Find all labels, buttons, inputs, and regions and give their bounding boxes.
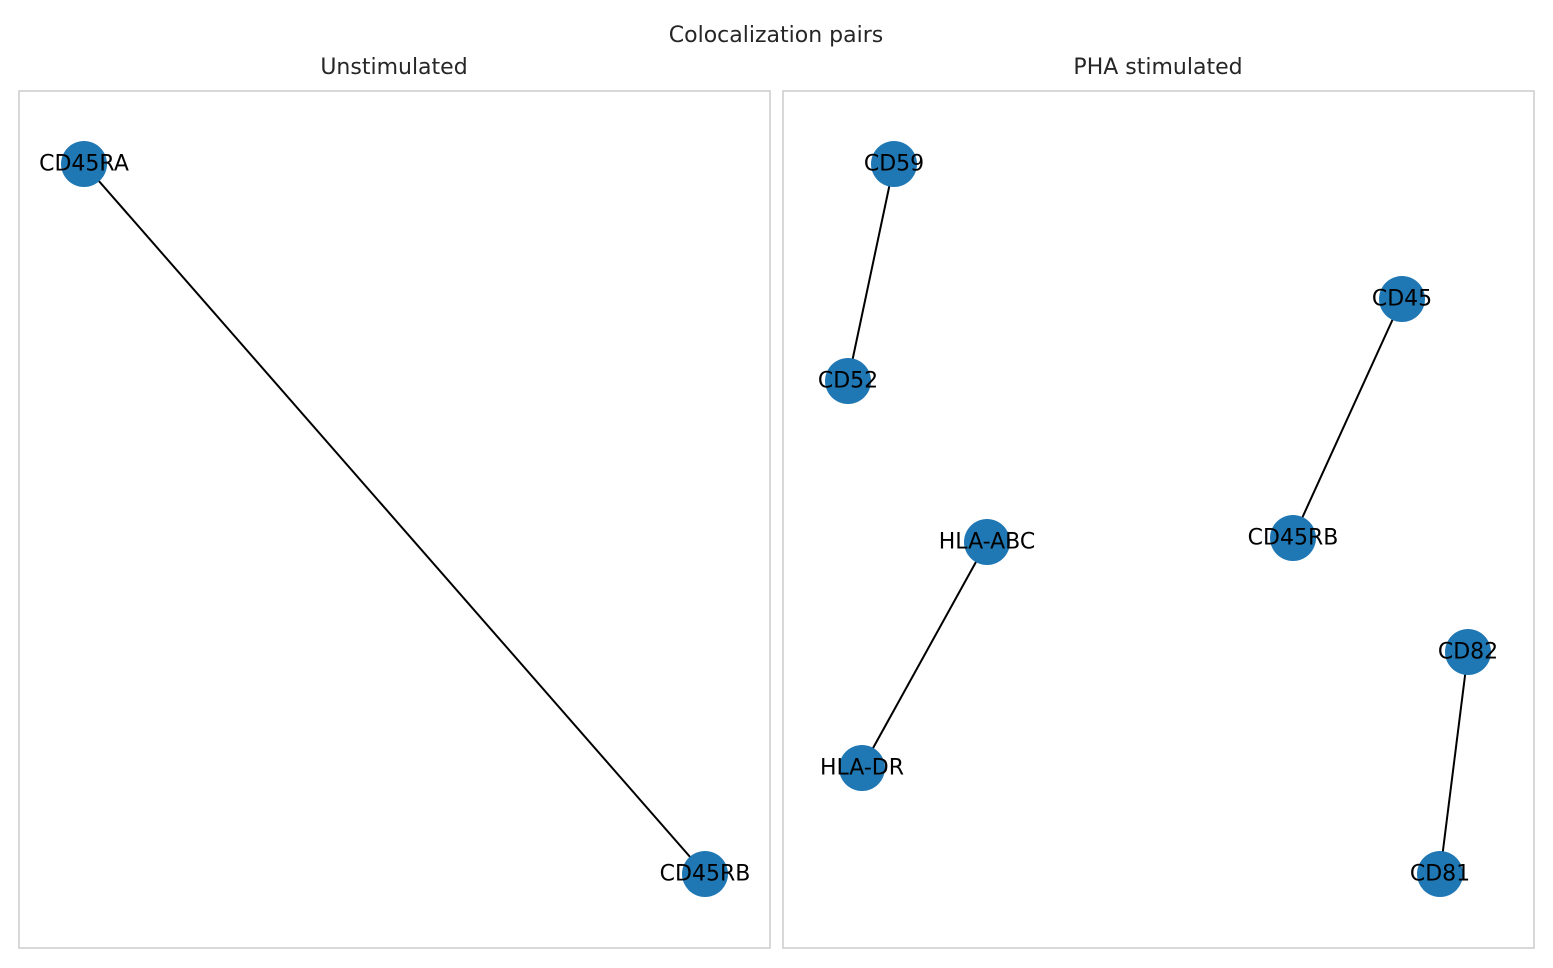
edge-cd45-cd45rb bbox=[1292, 298, 1403, 539]
edge-cd82-cd81 bbox=[1439, 651, 1469, 875]
panel-title-pha-stimulated: PHA stimulated bbox=[1073, 55, 1242, 80]
node-hla-dr bbox=[839, 745, 885, 791]
panel-title-unstimulated: Unstimulated bbox=[320, 55, 467, 80]
node-label-cd45: CD45 bbox=[1372, 287, 1432, 312]
node-label-cd81: CD81 bbox=[1410, 862, 1470, 887]
node-cd82 bbox=[1445, 629, 1491, 675]
edge-hla-abc-hla-dr bbox=[861, 541, 988, 769]
node-label-cd45ra: CD45RA bbox=[39, 152, 129, 177]
node-label-cd52: CD52 bbox=[818, 369, 878, 394]
figure-title: Colocalization pairs bbox=[669, 23, 883, 48]
node-cd81 bbox=[1417, 851, 1463, 897]
node-cd45ra bbox=[61, 141, 107, 187]
edge-cd59-cd52 bbox=[847, 163, 895, 382]
panel-frame-pha-stimulated bbox=[782, 90, 1535, 949]
node-label-cd59: CD59 bbox=[864, 152, 924, 177]
node-label-hla-dr: HLA-DR bbox=[820, 756, 904, 781]
node-cd45rb bbox=[1270, 515, 1316, 561]
node-label-cd82: CD82 bbox=[1438, 640, 1498, 665]
network-unstimulated: CD45RA CD45RB bbox=[39, 141, 750, 897]
node-label-cd45rb: CD45RB bbox=[1248, 526, 1339, 551]
node-hla-abc bbox=[964, 519, 1010, 565]
node-label-cd45rb: CD45RB bbox=[660, 862, 751, 887]
node-cd45rb bbox=[682, 851, 728, 897]
node-cd59 bbox=[871, 141, 917, 187]
node-label-hla-abc: HLA-ABC bbox=[939, 530, 1035, 555]
panel-frame-unstimulated bbox=[18, 90, 771, 949]
edge-cd45ra-cd45rb bbox=[83, 163, 706, 875]
node-cd45 bbox=[1379, 276, 1425, 322]
node-cd52 bbox=[825, 358, 871, 404]
